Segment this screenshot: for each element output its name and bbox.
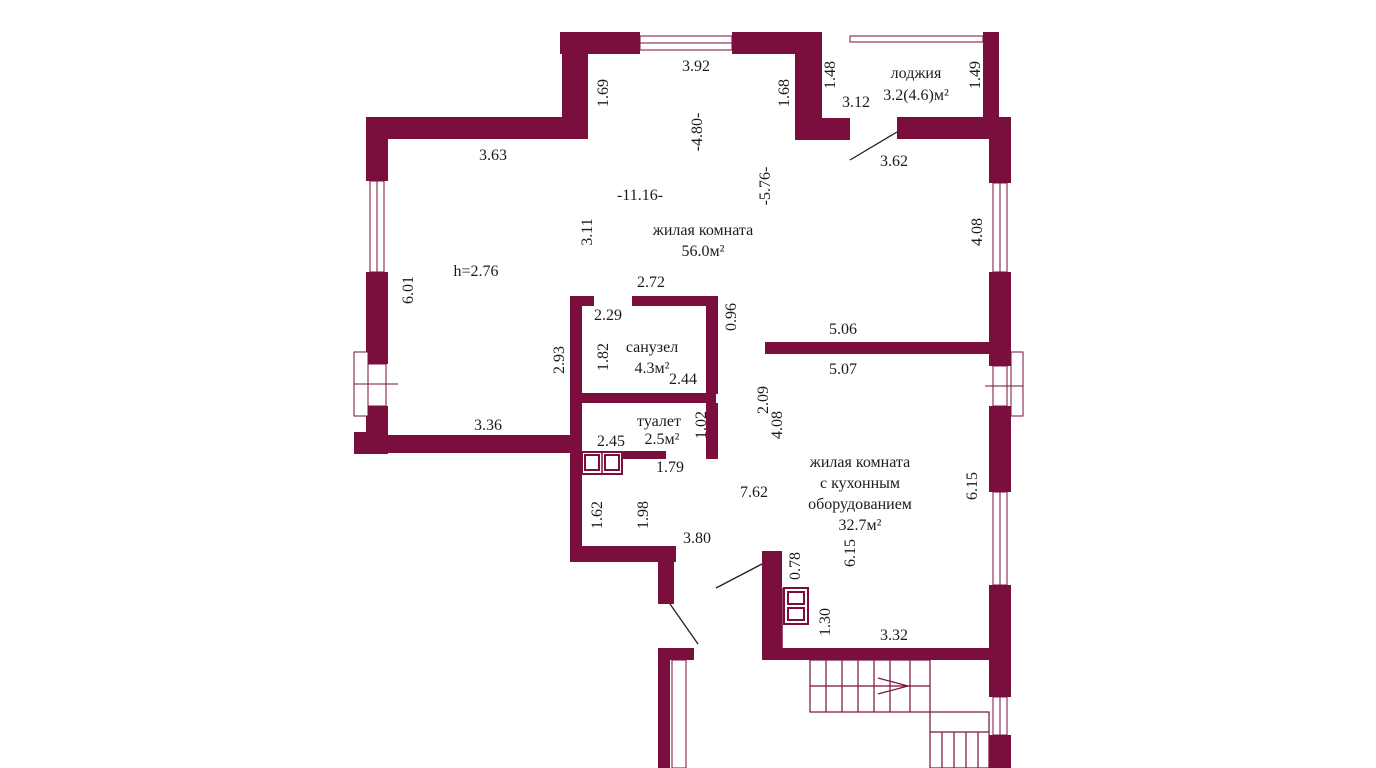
walls (354, 32, 1011, 768)
dim-corridor: 2.09 (755, 386, 772, 414)
dim-hall-width: 1.79 (656, 459, 684, 476)
dim-partition-top: 5.06 (829, 321, 857, 338)
fixtures (581, 451, 809, 648)
washbasin-icon (584, 454, 600, 471)
burner-icon (787, 591, 805, 605)
dim-toilet-width: 2.45 (597, 433, 625, 450)
washbasin-icon (604, 454, 620, 471)
dim-bath-bottom: 2.44 (669, 371, 697, 388)
wall-segment (366, 117, 388, 181)
windows (353, 35, 1024, 768)
dim-loggia-left: 1.48 (822, 61, 839, 89)
dim-loggia-right: 1.49 (967, 61, 984, 89)
dim-hall-outer: 1.62 (589, 501, 606, 529)
dim-living-bottom-left: 3.36 (474, 417, 502, 434)
wall-segment (989, 117, 1011, 183)
dim-living-length: -11.16- (617, 187, 663, 204)
dim-bath-side: 0.96 (723, 303, 740, 331)
dim-hall-bottom: 3.80 (683, 530, 711, 547)
wall-segment (808, 46, 822, 140)
dim-left-bay: 1.69 (595, 79, 612, 107)
room-area-bathroom: 4.3м² (635, 360, 670, 377)
room-labels: жилая комната 56.0м² санузел 4.3м² туале… (453, 65, 949, 534)
dim-bath-top: 2.72 (637, 274, 665, 291)
dim-niche-top: 0.78 (787, 552, 804, 580)
wall-segment (762, 551, 782, 659)
dim-living-left-inner: 3.11 (579, 218, 596, 245)
door-swing (715, 563, 763, 589)
dim-kitchen-bottom: 3.32 (880, 627, 908, 644)
dim-right-bay: 1.68 (776, 79, 793, 107)
wall-segment (576, 393, 716, 403)
room-name-kitchen-living-1: жилая комната (809, 454, 910, 471)
dim-niche-side: 1.30 (817, 608, 834, 636)
wall-segment (658, 546, 674, 604)
wall-segment (989, 406, 1011, 492)
room-name-kitchen-living-3: оборудованием (808, 496, 912, 513)
window (1010, 351, 1024, 417)
dim-kitchen-length: 7.62 (740, 484, 768, 501)
wall-segment (570, 546, 676, 562)
dim-right-wall-lower: 6.15 (964, 472, 981, 500)
wall-segment (366, 435, 572, 453)
window (367, 363, 387, 407)
wall-segment (989, 735, 1011, 768)
burner-icon (787, 607, 805, 621)
dim-hall-inner: 1.98 (635, 501, 652, 529)
dim-kitchen-inner: 6.15 (842, 539, 859, 567)
wall-segment (366, 117, 588, 139)
dim-kitchen-h: 4.08 (769, 411, 786, 439)
room-area-living: 56.0м² (682, 243, 725, 260)
dim-bath-width: 2.29 (594, 307, 622, 324)
arrow-icon (877, 677, 911, 695)
room-area-loggia: 3.2(4.6)м² (883, 87, 949, 104)
dim-partition-bottom: 5.07 (829, 361, 857, 378)
wall-segment (570, 296, 582, 562)
wall-segment (632, 296, 718, 306)
room-area-kitchen-living: 32.7м² (839, 517, 882, 534)
window (671, 659, 687, 768)
dim-bath-outer: 2.93 (551, 346, 568, 374)
room-name-kitchen-living-2: с кухонным (820, 475, 900, 492)
wall-segment (762, 648, 1011, 660)
dim-living-diag: -5.76- (757, 167, 774, 206)
dim-top-window: 3.92 (682, 58, 710, 75)
wall-segment (983, 32, 999, 118)
ceiling-height: h=2.76 (453, 263, 498, 280)
room-name-loggia: лоджия (891, 65, 942, 82)
stairs (809, 659, 990, 768)
dim-bath-inner: 1.82 (595, 343, 612, 371)
room-area-toilet: 2.5м² (645, 431, 680, 448)
dim-living-top-left: 3.63 (479, 147, 507, 164)
wall-segment (658, 648, 670, 768)
dim-left-wall: 6.01 (400, 276, 417, 304)
wall-segment (765, 342, 1001, 354)
wall-segment (897, 117, 1011, 139)
room-name-bathroom: санузел (626, 339, 678, 356)
dim-loggia-width: 3.12 (842, 94, 870, 111)
doors (669, 131, 898, 645)
dim-toilet-h: 1.02 (693, 411, 710, 439)
room-name-living: жилая комната (652, 222, 753, 239)
door-swing (669, 603, 699, 645)
dim-living-depth: -4.80- (689, 113, 706, 152)
window (849, 35, 984, 43)
door-swing (849, 131, 898, 161)
dim-loggia-bottom: 3.62 (880, 153, 908, 170)
room-name-toilet: туалет (637, 413, 681, 430)
wall-segment (989, 585, 1011, 697)
wall-segment (620, 451, 666, 459)
wall-segment (706, 403, 718, 459)
wall-segment (795, 118, 850, 140)
dimension-labels: 3.92 1.69 1.68 1.48 1.49 3.12 -4.80- 3.6… (400, 58, 986, 644)
wall-segment (706, 296, 718, 394)
dim-right-wall-upper: 4.08 (969, 218, 986, 246)
stair-flight (929, 711, 990, 768)
wall-segment (366, 272, 388, 364)
